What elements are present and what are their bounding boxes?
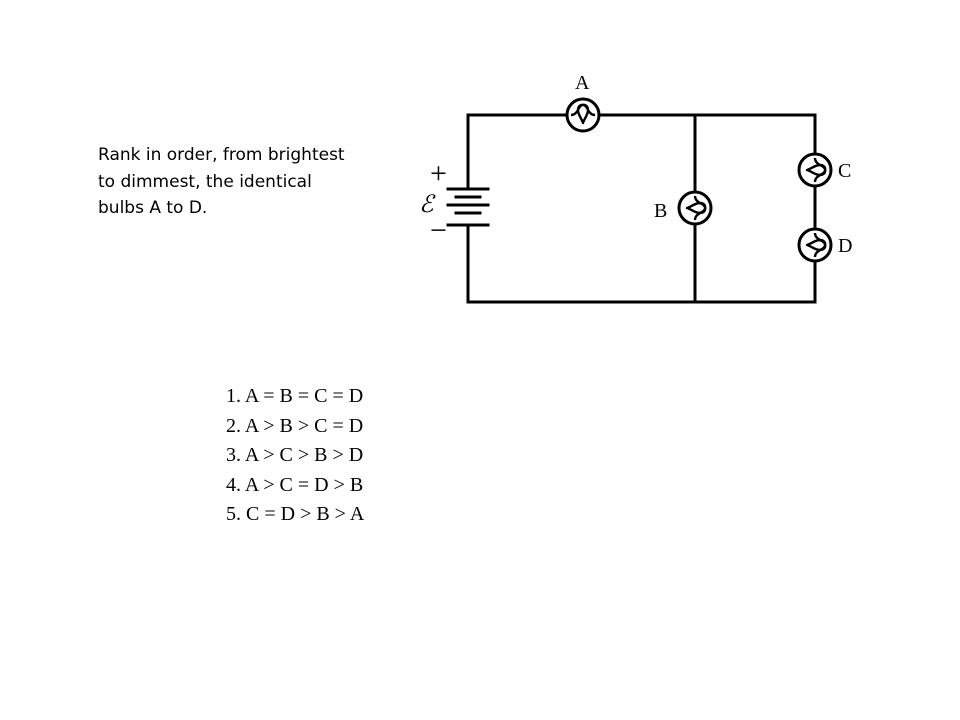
battery-plus-label: + bbox=[430, 157, 447, 190]
answer-choice-5[interactable]: 5. C = D > B > A bbox=[226, 503, 365, 525]
answer-choice-3[interactable]: 3. A > C > B > D bbox=[226, 444, 364, 466]
answer-choice-4[interactable]: 4. A > C = D > B bbox=[226, 473, 364, 496]
bulb-c-label: C bbox=[838, 160, 851, 182]
bulb-d-label: D bbox=[838, 235, 852, 257]
battery-symbol: + − ℰ bbox=[419, 157, 490, 247]
answer-choice-1[interactable]: 1. A = B = C = D bbox=[226, 385, 364, 407]
bulb-a-icon bbox=[565, 97, 601, 133]
answer-choice-2[interactable]: 2. A > B > C = D bbox=[226, 414, 364, 437]
bulb-a-label: A bbox=[575, 72, 590, 94]
circuit-diagram: + − ℰ A B C D bbox=[419, 72, 852, 304]
answer-choices: 1. A = B = C = D 2. A > B > C = D 3. A >… bbox=[226, 382, 364, 530]
bulb-b-icon bbox=[677, 190, 713, 226]
emf-label: ℰ bbox=[419, 192, 436, 218]
bulb-d-icon bbox=[797, 227, 833, 263]
battery-minus-label: − bbox=[430, 214, 447, 247]
bulb-b-label: B bbox=[654, 200, 667, 222]
circuit-wires bbox=[466, 113, 817, 304]
question-text: Rank in order, from brightest to dimmest… bbox=[98, 145, 345, 218]
bulb-c-icon bbox=[797, 152, 833, 188]
